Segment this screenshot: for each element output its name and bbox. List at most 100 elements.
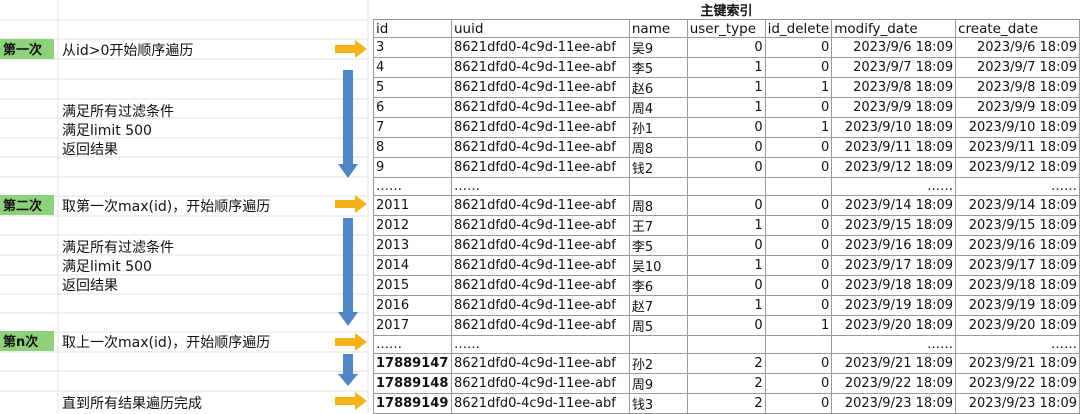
- table-cell: 2014: [373, 255, 452, 276]
- table-cell: 1: [686, 255, 766, 276]
- table-cell: 周8: [628, 137, 688, 158]
- down-arrow-icon: [338, 354, 358, 386]
- table-cell: [764, 335, 833, 354]
- table-cell: 2023/9/23 18:09: [831, 393, 957, 414]
- condition-2b: 满足limit 500: [62, 259, 152, 275]
- table-cell: 王7: [628, 215, 688, 236]
- table-cell: 2: [686, 393, 766, 414]
- table-cell: 2023/9/17 18:09: [831, 255, 957, 276]
- table-cell: 17889148: [373, 373, 452, 394]
- table-cell: 0: [686, 195, 766, 216]
- table-cell: 2023/9/23 18:09: [955, 393, 1080, 414]
- step-n-tag: 第n次: [0, 331, 54, 351]
- table-cell: 2023/9/14 18:09: [831, 195, 957, 216]
- table-cell: 2023/9/11 18:09: [955, 137, 1080, 158]
- table-cell: 2023/9/11 18:09: [831, 137, 957, 158]
- right-arrow-icon: [335, 333, 367, 351]
- table-cell: 0: [764, 393, 833, 414]
- table-cell: 2: [686, 373, 766, 394]
- table-cell: 钱2: [628, 157, 688, 178]
- table-cell: 2023/9/18 18:09: [955, 275, 1080, 296]
- table-row: ……………………: [373, 335, 1080, 354]
- table-cell: 8621dfd0-4c9d-11ee-abf: [450, 57, 630, 78]
- step-2-tag: 第二次: [0, 195, 54, 215]
- table-cell: 李5: [628, 235, 688, 256]
- table-cell: 2023/9/10 18:09: [831, 117, 957, 138]
- table-cell: 孙1: [628, 117, 688, 138]
- table-cell: 2023/9/7 18:09: [955, 57, 1080, 78]
- table-cell: 周8: [628, 195, 688, 216]
- table-cell: 吴9: [628, 37, 688, 58]
- table-cell: 3: [373, 37, 452, 58]
- table-cell: 8621dfd0-4c9d-11ee-abf: [450, 235, 630, 256]
- table-cell: 周4: [628, 97, 688, 118]
- table-cell: 2023/9/17 18:09: [955, 255, 1080, 276]
- column-header-create-date: create_date: [955, 19, 1080, 38]
- condition-1c: 返回结果: [62, 142, 118, 158]
- table-cell: ……: [450, 177, 630, 196]
- table-cell: 2023/9/8 18:09: [955, 77, 1080, 98]
- table-cell: 8621dfd0-4c9d-11ee-abf: [450, 195, 630, 216]
- table-cell: 8621dfd0-4c9d-11ee-abf: [450, 315, 630, 336]
- table-cell: 2023/9/12 18:09: [831, 157, 957, 178]
- table-cell: 8621dfd0-4c9d-11ee-abf: [450, 295, 630, 316]
- table-cell: 周5: [628, 315, 688, 336]
- table-cell: 钱3: [628, 393, 688, 414]
- table-cell: 0: [764, 97, 833, 118]
- table-cell: 0: [686, 315, 766, 336]
- condition-1b: 满足limit 500: [62, 123, 152, 139]
- table-cell: ……: [831, 335, 957, 354]
- table-cell: 1: [764, 315, 833, 336]
- table-cell: 0: [764, 195, 833, 216]
- right-arrow-icon: [335, 40, 367, 58]
- table-cell: 8621dfd0-4c9d-11ee-abf: [450, 215, 630, 236]
- table-cell: 2023/9/20 18:09: [955, 315, 1080, 336]
- table-cell: 2023/9/14 18:09: [955, 195, 1080, 216]
- table-cell: 吴10: [628, 255, 688, 276]
- table-cell: 周9: [628, 373, 688, 394]
- table-cell: 2: [686, 353, 766, 374]
- table-cell: 2023/9/22 18:09: [955, 373, 1080, 394]
- table-cell: 0: [764, 215, 833, 236]
- table-cell: 17889149: [373, 393, 452, 414]
- table-cell: 8621dfd0-4c9d-11ee-abf: [450, 157, 630, 178]
- table-cell: 1: [686, 77, 766, 98]
- table-cell: 8621dfd0-4c9d-11ee-abf: [450, 97, 630, 118]
- table-cell: 孙2: [628, 353, 688, 374]
- table-cell: 2015: [373, 275, 452, 296]
- table-cell: 2023/9/15 18:09: [955, 215, 1080, 236]
- table-cell: 4: [373, 57, 452, 78]
- table-cell: ……: [450, 335, 630, 354]
- table-cell: 2023/9/21 18:09: [831, 353, 957, 374]
- table-cell: 李6: [628, 275, 688, 296]
- table-cell: 2013: [373, 235, 452, 256]
- table-cell: 0: [686, 157, 766, 178]
- table-cell: 1: [764, 77, 833, 98]
- table-cell: 0: [764, 137, 833, 158]
- table-cell: 2023/9/7 18:09: [831, 57, 957, 78]
- table-cell: 0: [764, 255, 833, 276]
- table-cell: 2023/9/6 18:09: [831, 37, 957, 58]
- table-cell: 赵7: [628, 295, 688, 316]
- table-cell: 1: [686, 215, 766, 236]
- table-cell: 8: [373, 137, 452, 158]
- table-cell: 李5: [628, 57, 688, 78]
- condition-2c: 返回结果: [62, 278, 118, 294]
- table-cell: ……: [373, 177, 452, 196]
- table-cell: 8621dfd0-4c9d-11ee-abf: [450, 373, 630, 394]
- column-header-modify-date: modify_date: [831, 19, 957, 38]
- table-cell: 2023/9/19 18:09: [955, 295, 1080, 316]
- table-cell: 2023/9/21 18:09: [955, 353, 1080, 374]
- table-cell: 8621dfd0-4c9d-11ee-abf: [450, 137, 630, 158]
- table-cell: 赵6: [628, 77, 688, 98]
